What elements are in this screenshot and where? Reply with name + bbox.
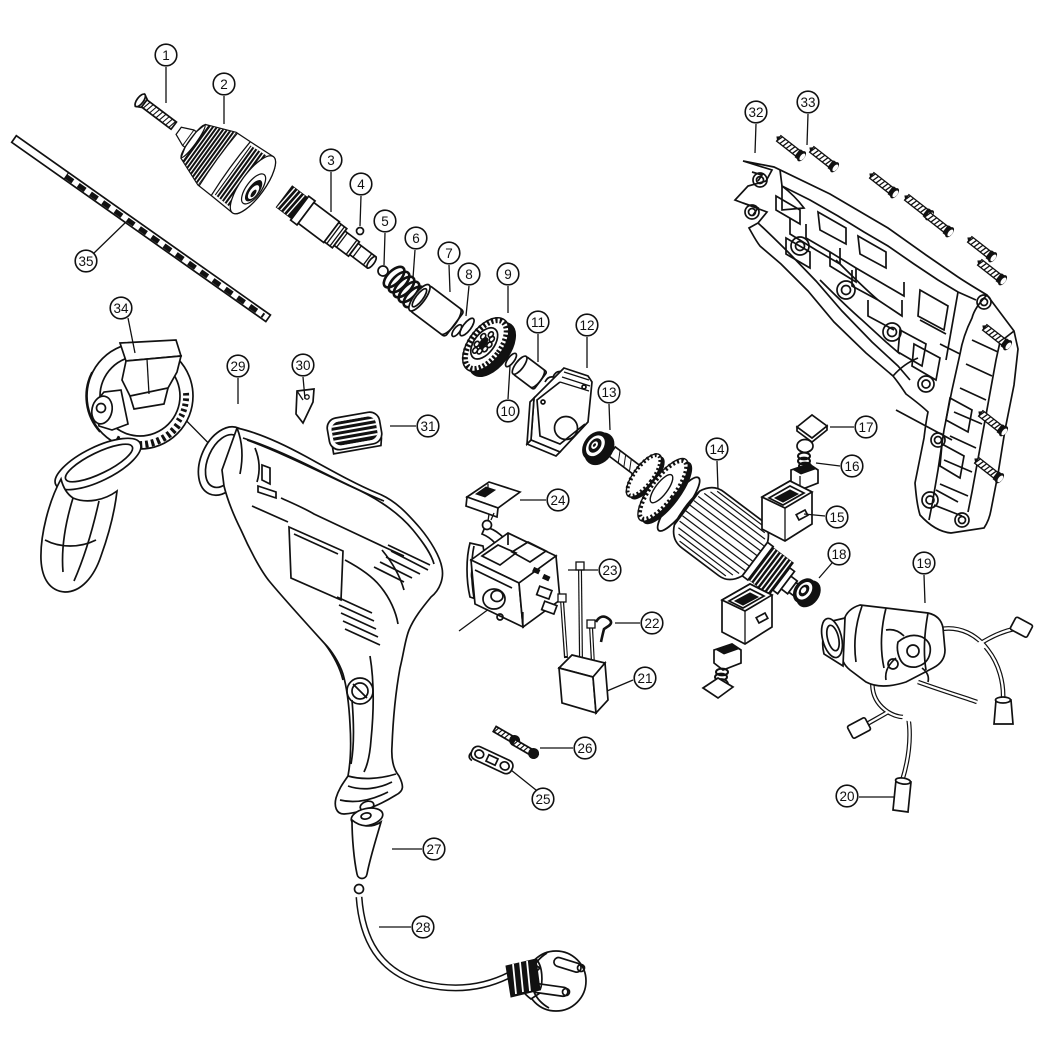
svg-text:25: 25 [535,792,550,807]
svg-text:3: 3 [327,153,335,168]
svg-text:11: 11 [531,315,545,330]
svg-text:5: 5 [381,214,389,229]
svg-text:16: 16 [844,459,859,474]
svg-text:28: 28 [415,920,430,935]
svg-text:34: 34 [113,301,129,316]
svg-text:9: 9 [504,267,512,282]
svg-text:22: 22 [644,616,659,631]
svg-text:19: 19 [916,556,931,571]
svg-text:18: 18 [831,547,846,562]
svg-text:26: 26 [577,741,592,756]
svg-text:20: 20 [839,789,854,804]
svg-text:29: 29 [230,359,245,374]
svg-text:14: 14 [709,442,725,457]
svg-text:1: 1 [162,48,170,63]
svg-text:15: 15 [829,510,844,525]
svg-text:31: 31 [420,419,435,434]
svg-text:21: 21 [637,671,652,686]
svg-text:23: 23 [602,563,617,578]
svg-text:4: 4 [357,177,365,192]
svg-text:6: 6 [412,231,420,246]
svg-text:12: 12 [579,318,594,333]
svg-text:33: 33 [800,95,815,110]
svg-text:13: 13 [601,385,616,400]
svg-text:17: 17 [858,420,873,435]
svg-text:27: 27 [426,842,441,857]
svg-text:32: 32 [748,105,763,120]
svg-text:7: 7 [445,246,453,261]
svg-text:30: 30 [295,358,310,373]
svg-text:2: 2 [220,77,228,92]
svg-text:24: 24 [550,493,566,508]
svg-text:8: 8 [465,267,473,282]
svg-text:10: 10 [500,404,515,419]
svg-text:35: 35 [78,254,93,269]
